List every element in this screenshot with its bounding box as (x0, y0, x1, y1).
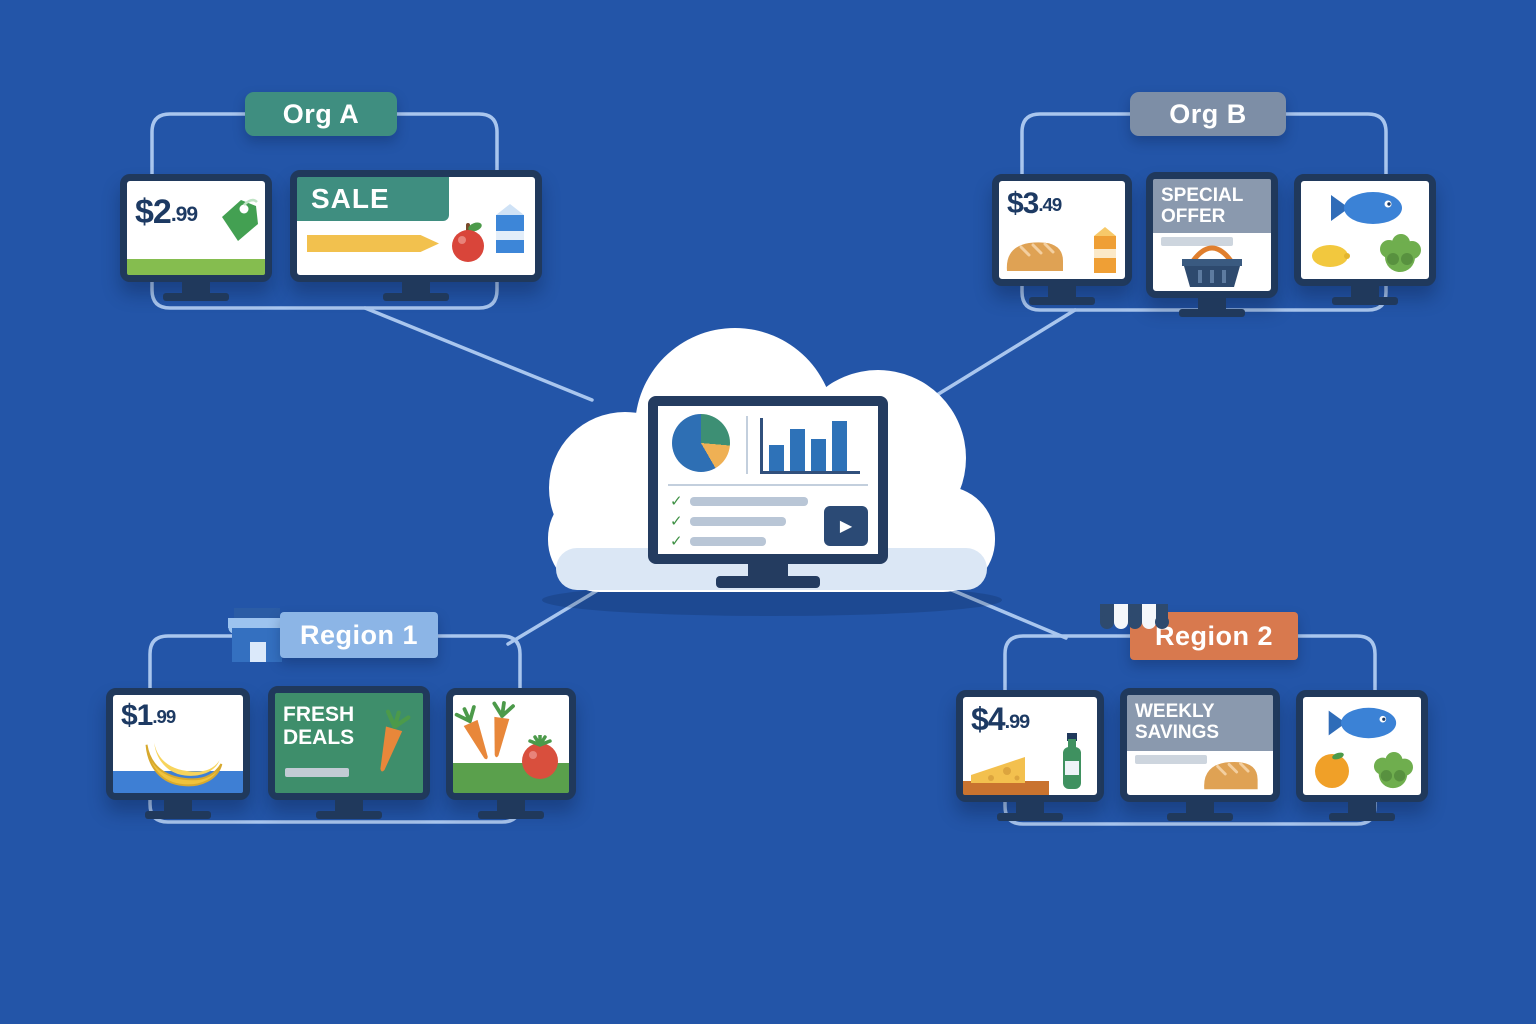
bar-chart-icon (760, 418, 860, 474)
text-placeholder-bar (285, 768, 349, 777)
sale-banner: SALE (297, 177, 449, 221)
weekly-savings-banner: WEEKLY SAVINGS (1127, 695, 1273, 751)
org-b-label: Org B (1130, 92, 1286, 136)
bread-icon (1006, 242, 1063, 271)
region-1-promo-screen: FRESH DEALS (268, 686, 430, 800)
milk-carton-icon (496, 204, 524, 253)
org-b-products-screen (1294, 174, 1436, 286)
region-2-promo-screen: WEEKLY SAVINGS (1120, 688, 1280, 802)
text-placeholder-bar (1135, 755, 1207, 764)
price-text: $3.49 (1007, 187, 1062, 220)
accent-stripe (127, 259, 265, 275)
region-1-label-text: Region 1 (299, 619, 418, 650)
play-button-icon: ▶ (824, 506, 868, 546)
text-placeholder-bar (1161, 237, 1233, 246)
org-b-price-screen: $3.49 (992, 174, 1132, 286)
tomato-icon (522, 735, 558, 779)
price-text: $4.99 (971, 701, 1030, 737)
pie-chart-icon (672, 414, 730, 472)
lettuce-icon (1373, 751, 1413, 789)
orange-icon (1315, 752, 1349, 788)
org-b-promo-screen: SPECIAL OFFER (1146, 172, 1278, 298)
awning-icon (1100, 604, 1169, 629)
org-b-label-text: Org B (1169, 98, 1247, 129)
divider (746, 416, 748, 474)
price-tag-icon (222, 198, 258, 241)
org-a-label-text: Org A (282, 98, 360, 129)
org-a-label: Org A (245, 92, 397, 136)
apple-icon (452, 222, 484, 262)
check-icon: ✓ (670, 513, 683, 530)
check-icon: ✓ (670, 533, 683, 550)
fresh-deals-banner: FRESH DEALS (283, 703, 355, 749)
price-text: $1.99 (121, 699, 176, 732)
text-placeholder-bar (689, 537, 766, 546)
juice-carton-icon (1094, 227, 1116, 273)
carrot-icon (492, 701, 515, 758)
lemon-icon (1312, 245, 1350, 267)
org-a-price-screen: $2.99 (120, 174, 272, 282)
carrot-icon (380, 709, 411, 772)
lettuce-icon (1380, 234, 1421, 272)
monitor-stand-base (716, 576, 820, 588)
region-1-products-screen (446, 688, 576, 800)
check-icon: ✓ (670, 493, 683, 510)
special-offer-banner: SPECIAL OFFER (1153, 179, 1271, 233)
bread-icon (1204, 761, 1258, 790)
region-2-label-text: Region 2 (1154, 620, 1273, 651)
checklist-row: ✓ (670, 514, 786, 529)
region-1-label: Region 1 (280, 612, 438, 658)
accent-stripe (963, 781, 1049, 795)
banana-icon (145, 742, 223, 787)
monitor-stand (748, 562, 788, 578)
region-2-label: Region 2 (1130, 612, 1298, 660)
arrow-banner-icon (307, 235, 439, 252)
shopping-basket-icon (1182, 245, 1242, 287)
bottle-icon (1063, 733, 1081, 789)
region-1-price-screen: $1.99 (106, 688, 250, 800)
region-2-price-screen: $4.99 (956, 690, 1104, 802)
carrot-icon (454, 705, 488, 760)
checklist-row: ✓ (670, 494, 808, 509)
org-a-promo-screen: SALE (290, 170, 542, 282)
store-icon (228, 608, 286, 662)
cheese-icon (971, 757, 1025, 783)
cloud-dashboard-monitor: ✓ ✓ ✓ ▶ (648, 396, 888, 564)
fish-icon (1328, 707, 1397, 739)
price-text: $2.99 (135, 193, 198, 231)
region-2-products-screen (1296, 690, 1428, 802)
text-placeholder-bar (689, 497, 808, 506)
fish-icon (1331, 192, 1402, 224)
sale-text: SALE (311, 183, 390, 214)
text-placeholder-bar (689, 517, 786, 526)
checklist-row: ✓ (670, 534, 766, 549)
divider (668, 484, 868, 486)
